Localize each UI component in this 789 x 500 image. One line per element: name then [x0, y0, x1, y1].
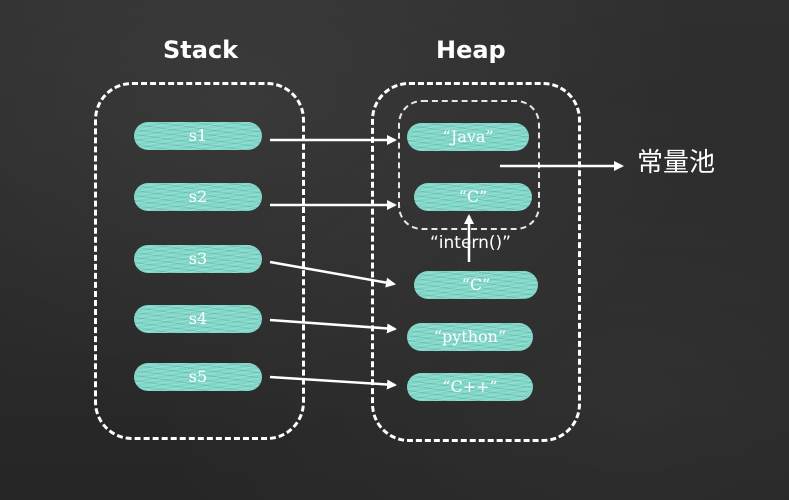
stack-var-s3: s3	[134, 245, 262, 273]
stack-var-s1: s1	[134, 122, 262, 150]
pool-item-java: “Java”	[407, 123, 529, 151]
intern-label: “intern()”	[430, 233, 511, 253]
arrow-s3-to-heap-c	[269, 260, 396, 288]
stack-title: Stack	[163, 36, 239, 64]
heap-title: Heap	[436, 36, 506, 64]
constant-pool-label: 常量池	[637, 148, 716, 178]
arrow-s4-to-python	[269, 318, 397, 334]
arrow-s5-to-cpp	[269, 375, 397, 390]
heap-region	[371, 82, 581, 442]
heap-object-cpp: “C++”	[407, 373, 533, 401]
stack-region	[94, 82, 305, 440]
stack-var-s4: s4	[134, 305, 262, 333]
stack-var-s5: s5	[134, 363, 262, 391]
heap-object-python: “python”	[407, 323, 533, 351]
stack-var-s2: s2	[134, 183, 262, 211]
pool-item-c: “C”	[414, 183, 532, 211]
heap-object-c: “C”	[414, 271, 538, 299]
